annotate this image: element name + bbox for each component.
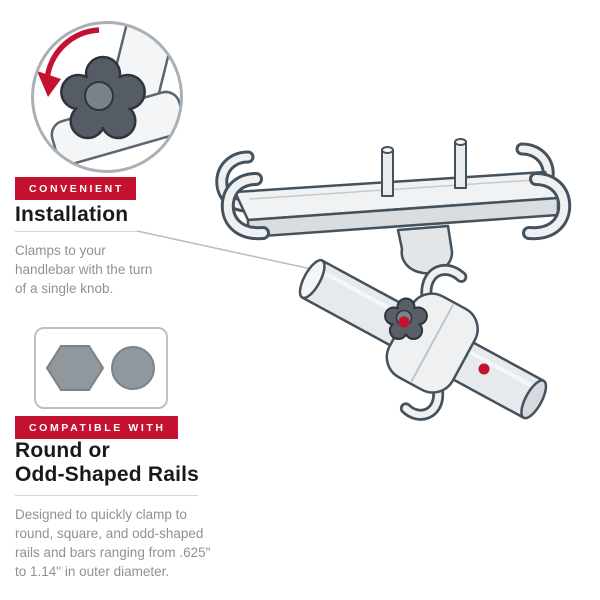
hotspot-rail-dot [478, 363, 490, 375]
installation-divider [15, 231, 137, 232]
tube-end-cap [520, 379, 548, 420]
tube-start-cap [298, 258, 326, 300]
cradle-post-left [381, 146, 394, 197]
installation-description: Clamps to your handlebar with the turn o… [15, 243, 153, 297]
rotation-arrowhead-icon [37, 71, 61, 97]
phone-cradle [215, 138, 572, 241]
circle-shape-icon [111, 346, 155, 390]
hexagon-shape-icon [45, 345, 105, 391]
compatibility-title-line2: Odd-Shaped Rails [15, 463, 200, 486]
inset-circle-border [31, 21, 183, 173]
hotspot-knob-dot [398, 316, 410, 328]
rail-shapes-graphic [45, 345, 155, 391]
knob-detail-inset [31, 21, 183, 173]
knob-detail-icon [60, 55, 146, 140]
grip-claw-front-right-icon [522, 172, 572, 241]
compatibility-eyebrow-banner: COMPATIBLE WITH [15, 416, 178, 439]
cradle-post-right [454, 138, 467, 189]
installation-title: Installation [15, 203, 129, 226]
compatibility-title-line1: Round or [15, 439, 110, 462]
rotation-arrow-icon [44, 27, 100, 81]
handlebar-and-clamp [298, 258, 548, 421]
compatibility-divider [15, 495, 198, 496]
clamp-arm [396, 224, 454, 275]
compatibility-description: Designed to quickly clamp to round, squa… [15, 507, 211, 580]
compatible-shapes-box [34, 327, 168, 409]
compatibility-title: Round or Odd-Shaped Rails [15, 439, 199, 487]
installation-eyebrow-banner: CONVENIENT [15, 177, 136, 200]
grip-claw-front-left-icon [220, 172, 270, 241]
grip-claw-rear-left-icon [215, 150, 260, 213]
